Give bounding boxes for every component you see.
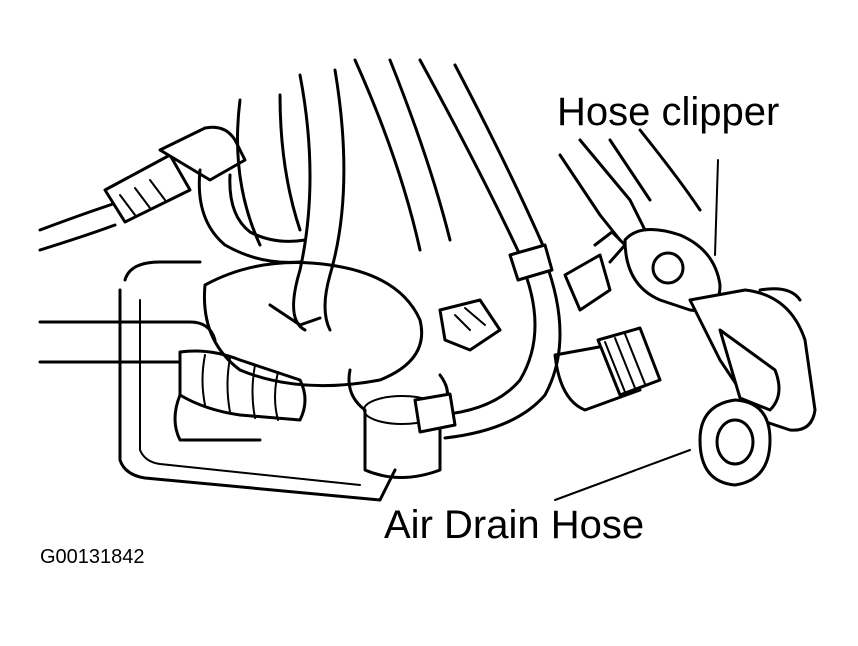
mounting-bracket (118, 260, 397, 502)
air-drain-hose-leader (554, 449, 691, 501)
hose-clipper-label: Hose clipper (557, 90, 780, 134)
left-main-hose (38, 320, 307, 442)
hose-clipper-tool (558, 128, 817, 487)
hose-clipper-leader (714, 159, 719, 256)
wire-harness (38, 125, 247, 252)
valve-assembly (202, 261, 502, 479)
leader-lines (554, 159, 719, 501)
upper-hoses (197, 58, 547, 332)
air-drain-hose (413, 230, 662, 440)
air-drain-hose-label: Air Drain Hose (384, 503, 645, 547)
figure-code: G00131842 (40, 546, 145, 568)
